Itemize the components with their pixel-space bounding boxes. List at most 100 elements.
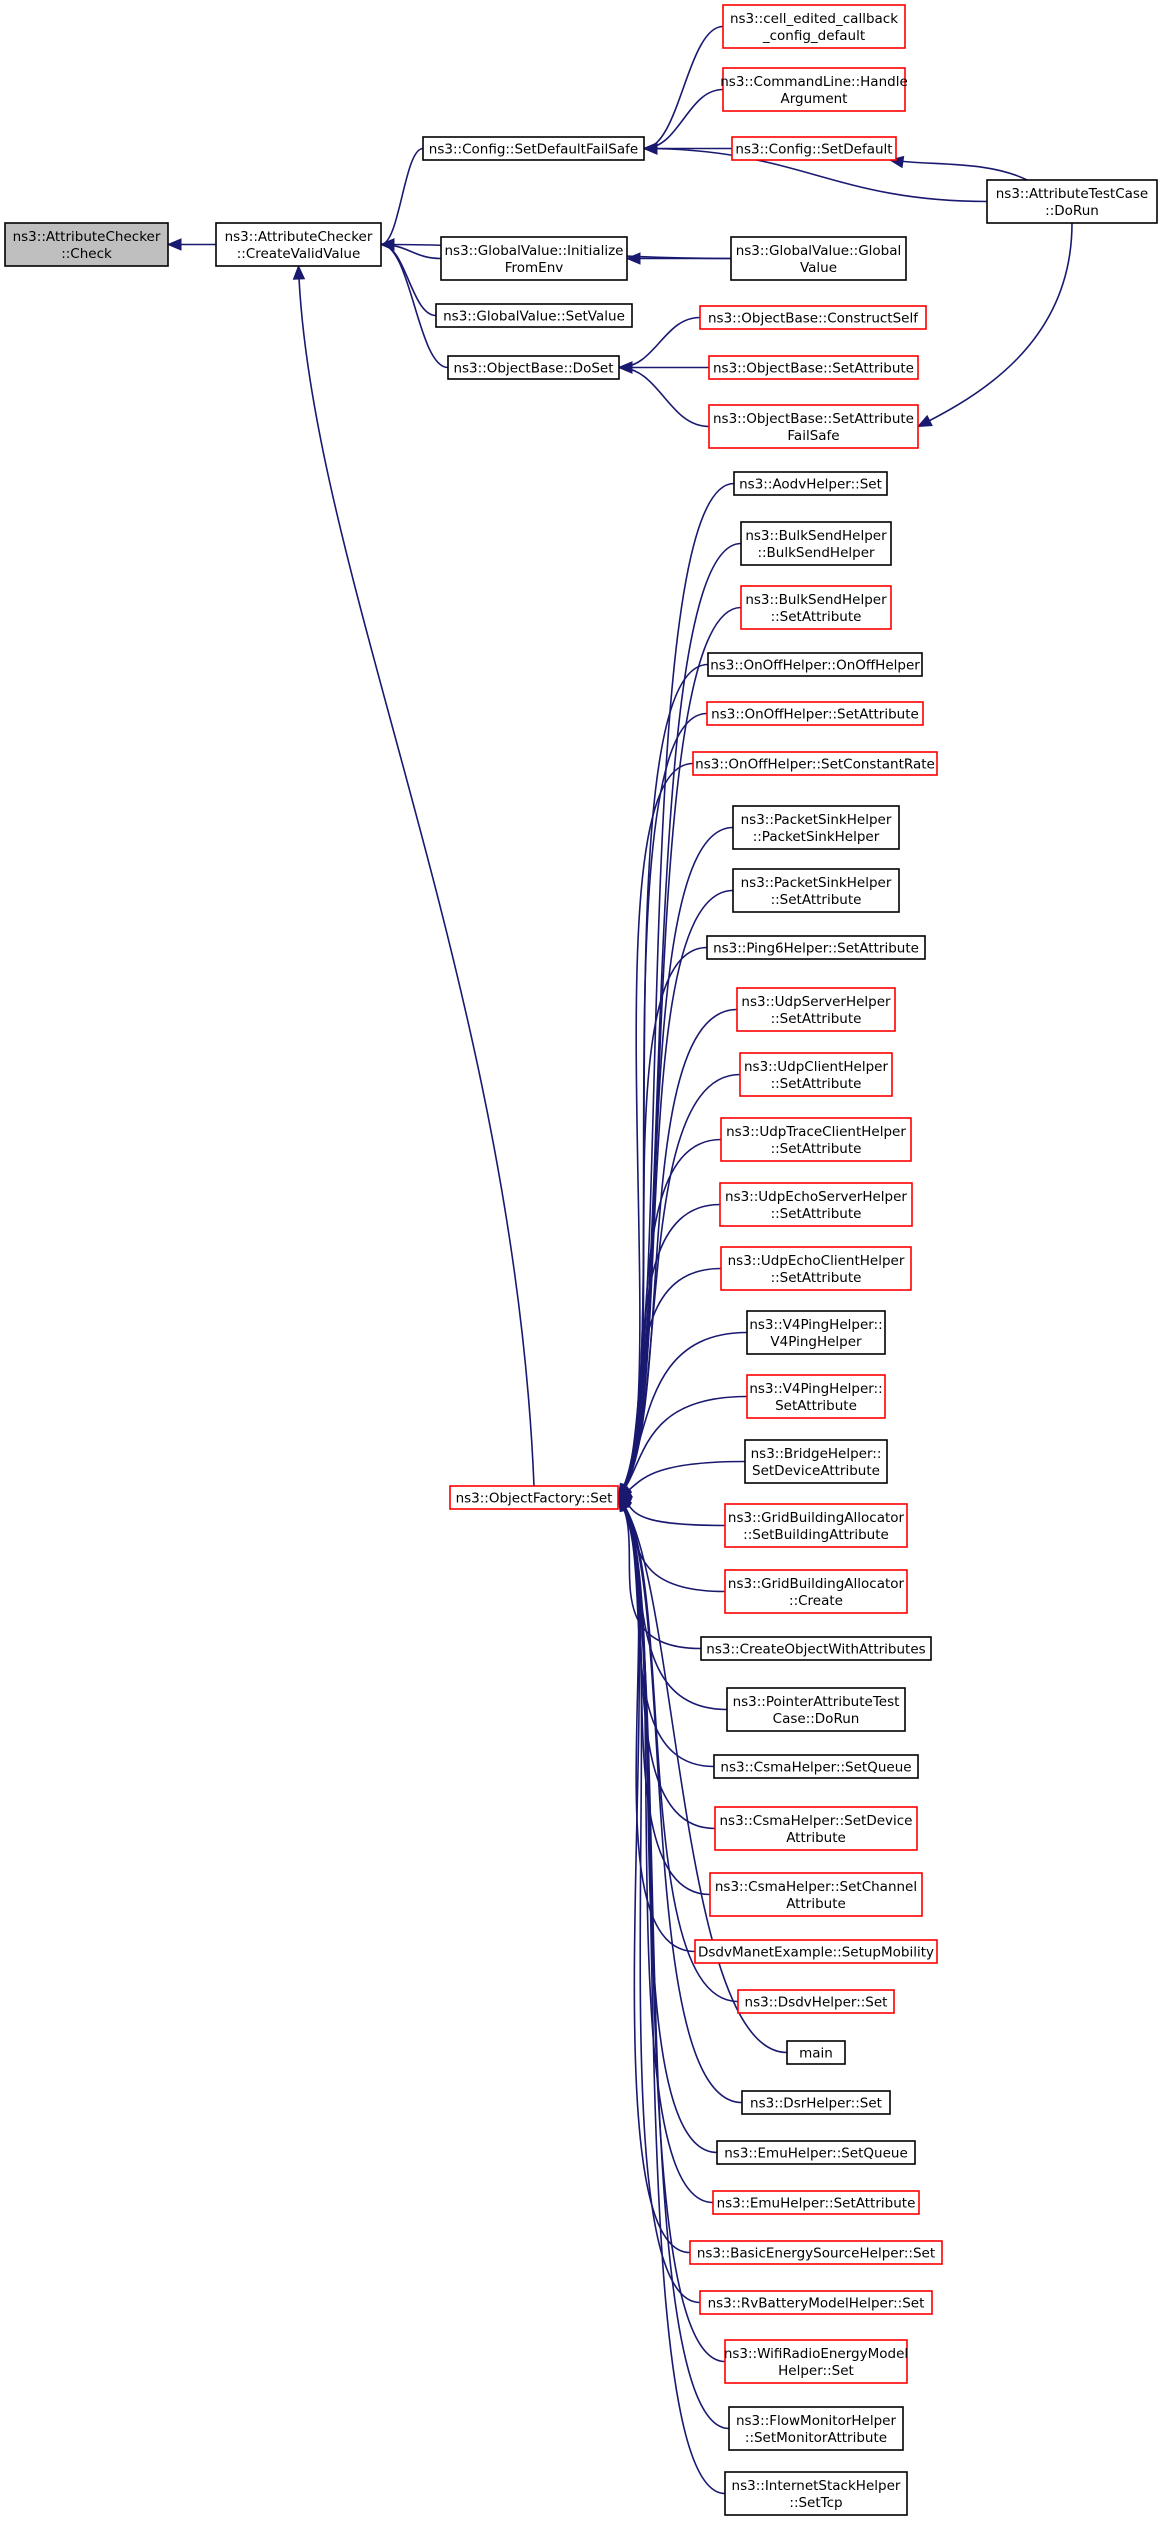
node-dsdvmanet[interactable]: DsdvManetExample::SetupMobility — [694, 1939, 938, 1964]
arrowhead-attrtestcase-to-objsetattrfs — [916, 414, 933, 428]
node-emuattr[interactable]: ns3::EmuHelper::SetAttribute — [712, 2190, 920, 2215]
node-cellcb[interactable]: ns3::cell_edited_callback_config_default — [722, 4, 906, 49]
node-label-check-line2: ::Check — [61, 246, 112, 262]
node-aodv[interactable]: ns3::AodvHelper::Set — [733, 471, 888, 496]
node-onoffattr[interactable]: ns3::OnOffHelper::SetAttribute — [706, 701, 924, 726]
node-rvbattery[interactable]: ns3::RvBatteryModelHelper::Set — [699, 2290, 933, 2315]
node-v4pingattr[interactable]: ns3::V4PingHelper::SetAttribute — [746, 1374, 886, 1419]
node-setdefaultfailsafe[interactable]: ns3::Config::SetDefaultFailSafe — [422, 136, 645, 161]
node-dsrset[interactable]: ns3::DsrHelper::Set — [741, 2090, 891, 2115]
edge-rvbattery-to-objfactoryset — [617, 1496, 701, 2304]
node-box-constructself — [699, 305, 927, 330]
node-label-dsrset-line1: ns3::DsrHelper::Set — [750, 2096, 882, 2112]
node-gvsetvalue[interactable]: ns3::GlobalValue::SetValue — [435, 303, 633, 328]
node-label-udpclient-line1: ns3::UdpClientHelper — [744, 1059, 888, 1075]
node-box-rvbattery — [699, 2290, 933, 2315]
node-label-cellcb-line2: _config_default — [762, 28, 865, 44]
node-label-createobj-line1: ns3::CreateObjectWithAttributes — [706, 1642, 925, 1658]
node-label-gvsetvalue-line1: ns3::GlobalValue::SetValue — [443, 309, 625, 325]
edge-pktsinkctor-to-objfactoryset — [617, 826, 734, 1499]
node-emuqueue[interactable]: ns3::EmuHelper::SetQueue — [716, 2140, 916, 2165]
edge-dsrset-to-objfactoryset — [617, 1496, 743, 2104]
node-label-gridbuilding-line2: ::SetBuildingAttribute — [743, 1527, 889, 1543]
node-objsetattr[interactable]: ns3::ObjectBase::SetAttribute — [708, 355, 919, 380]
node-box-gvinit — [440, 236, 628, 281]
node-basicenergy[interactable]: ns3::BasicEnergySourceHelper::Set — [689, 2240, 943, 2265]
node-bulkctor[interactable]: ns3::BulkSendHelper::BulkSendHelper — [740, 521, 892, 566]
edge-main-to-objfactoryset — [617, 1496, 788, 2054]
node-label-udpclient-line2: ::SetAttribute — [771, 1076, 862, 1092]
node-label-csmadevice-line1: ns3::CsmaHelper::SetDevice — [720, 1813, 913, 1829]
edge-udptrace-to-objfactoryset — [617, 1138, 722, 1499]
arrowhead-gvglobal-to-gvinit — [625, 252, 641, 265]
node-label-v4pingctor-line2: V4PingHelper — [770, 1334, 862, 1350]
node-pktsinkctor[interactable]: ns3::PacketSinkHelper::PacketSinkHelper — [732, 805, 900, 850]
node-configsetdefault[interactable]: ns3::Config::SetDefault — [731, 136, 897, 161]
node-box-v4pingctor — [746, 1310, 886, 1355]
node-attrtestcase[interactable]: ns3::AttributeTestCase::DoRun — [986, 179, 1158, 224]
node-bulkattr[interactable]: ns3::BulkSendHelper::SetAttribute — [740, 585, 892, 630]
edge-internetstack-to-objfactoryset — [617, 1496, 726, 2495]
edge-v4pingattr-to-objfactoryset — [617, 1395, 748, 1499]
node-label-gvglobal-line2: Value — [800, 260, 837, 276]
node-gridcreate[interactable]: ns3::GridBuildingAllocator::Create — [724, 1569, 908, 1614]
node-box-cmdline — [722, 67, 906, 112]
node-label-v4pingattr-line2: SetAttribute — [775, 1398, 857, 1414]
node-label-bulkctor-line2: ::BulkSendHelper — [757, 545, 875, 561]
node-box-gvsetvalue — [435, 303, 633, 328]
node-objbasedoset[interactable]: ns3::ObjectBase::DoSet — [447, 355, 620, 380]
node-flowmon[interactable]: ns3::FlowMonitorHelper::SetMonitorAttrib… — [728, 2406, 904, 2451]
node-udpclient[interactable]: ns3::UdpClientHelper::SetAttribute — [739, 1052, 893, 1097]
node-csmadevice[interactable]: ns3::CsmaHelper::SetDeviceAttribute — [714, 1806, 918, 1851]
node-label-onoffrate-line1: ns3::OnOffHelper::SetConstantRate — [695, 757, 935, 773]
edge-cmdline-to-setdefaultfailsafe — [643, 88, 724, 150]
arrowhead-internetstack-to-objfactoryset — [617, 1496, 632, 1512]
node-pktsinkattr[interactable]: ns3::PacketSinkHelper::SetAttribute — [732, 868, 900, 913]
node-bridge[interactable]: ns3::BridgeHelper::SetDeviceAttribute — [744, 1439, 888, 1484]
node-label-objsetattrfs-line2: FailSafe — [787, 428, 839, 444]
node-label-objbasedoset-line1: ns3::ObjectBase::DoSet — [453, 361, 613, 377]
node-createvalid[interactable]: ns3::AttributeChecker::CreateValidValue — [215, 222, 382, 267]
node-label-createvalid-line1: ns3::AttributeChecker — [225, 229, 373, 245]
node-label-aodv-line1: ns3::AodvHelper::Set — [739, 477, 882, 493]
node-udptrace[interactable]: ns3::UdpTraceClientHelper::SetAttribute — [720, 1117, 912, 1162]
node-objfactoryset[interactable]: ns3::ObjectFactory::Set — [449, 1485, 619, 1510]
node-label-main-line1: main — [799, 2046, 833, 2062]
node-label-csmaqueue-line1: ns3::CsmaHelper::SetQueue — [720, 1760, 911, 1776]
node-label-udptrace-line1: ns3::UdpTraceClientHelper — [726, 1124, 906, 1140]
node-udpechoserver[interactable]: ns3::UdpEchoServerHelper::SetAttribute — [719, 1182, 913, 1227]
node-ping6[interactable]: ns3::Ping6Helper::SetAttribute — [706, 935, 926, 960]
node-box-pktsinkctor — [732, 805, 900, 850]
node-dsdvset[interactable]: ns3::DsdvHelper::Set — [737, 1989, 895, 2014]
node-label-setdefaultfailsafe-line1: ns3::Config::SetDefaultFailSafe — [429, 142, 638, 158]
node-csmaqueue[interactable]: ns3::CsmaHelper::SetQueue — [713, 1754, 919, 1779]
node-label-cmdline-line1: ns3::CommandLine::Handle — [720, 74, 908, 90]
node-label-wifiradio-line2: Helper::Set — [778, 2363, 854, 2379]
node-label-pktsinkctor-line2: ::PacketSinkHelper — [753, 829, 880, 845]
node-udpserver[interactable]: ns3::UdpServerHelper::SetAttribute — [736, 987, 896, 1032]
node-main[interactable]: main — [786, 2040, 846, 2065]
node-onoffctor[interactable]: ns3::OnOffHelper::OnOffHelper — [707, 652, 923, 677]
node-box-ping6 — [706, 935, 926, 960]
node-gridbuilding[interactable]: ns3::GridBuildingAllocator::SetBuildingA… — [724, 1503, 908, 1548]
edge-gridbuilding-to-objfactoryset — [617, 1496, 726, 1527]
node-v4pingctor[interactable]: ns3::V4PingHelper::V4PingHelper — [746, 1310, 886, 1355]
arrowhead-attrtestcase-to-setdefaultfailsafe — [642, 142, 658, 155]
node-gvglobal[interactable]: ns3::GlobalValue::GlobalValue — [730, 236, 907, 281]
node-onoffrate[interactable]: ns3::OnOffHelper::SetConstantRate — [692, 751, 938, 776]
node-label-onoffattr-line1: ns3::OnOffHelper::SetAttribute — [711, 707, 919, 723]
node-createobj[interactable]: ns3::CreateObjectWithAttributes — [700, 1636, 932, 1661]
node-constructself[interactable]: ns3::ObjectBase::ConstructSelf — [699, 305, 927, 330]
node-internetstack[interactable]: ns3::InternetStackHelper::SetTcp — [724, 2471, 908, 2516]
node-check: ns3::AttributeChecker::Check — [4, 222, 169, 267]
node-label-udpechoserver-line1: ns3::UdpEchoServerHelper — [725, 1189, 907, 1205]
node-label-gvglobal-line1: ns3::GlobalValue::Global — [736, 243, 902, 259]
node-box-gridcreate — [724, 1569, 908, 1614]
node-udpechoclient[interactable]: ns3::UdpEchoClientHelper::SetAttribute — [720, 1246, 912, 1291]
